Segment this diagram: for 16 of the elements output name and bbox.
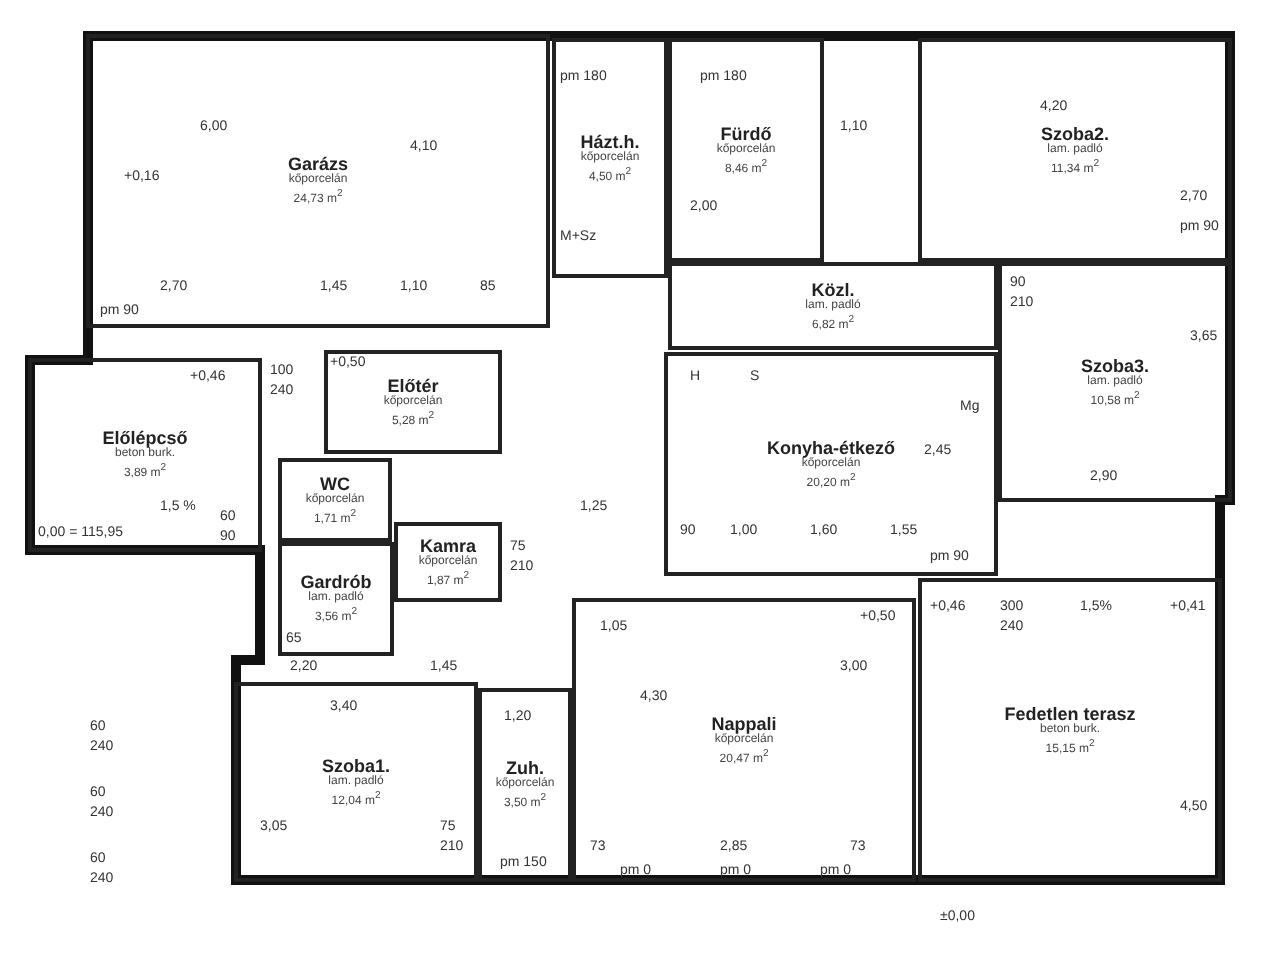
room-name: Előtér — [387, 375, 439, 395]
room-name: Gardrób — [300, 572, 372, 592]
room-name: Szoba2. — [1040, 123, 1109, 143]
room-name: Fedetlen terasz — [1004, 703, 1136, 723]
room-name: Közl. — [811, 279, 855, 299]
room-name: Garázs — [287, 154, 349, 174]
room-name: Szoba1. — [321, 755, 390, 775]
room-name: Nappali — [711, 713, 777, 733]
room-name: Szoba3. — [1080, 355, 1149, 375]
room-name: Házt.h. — [580, 131, 640, 151]
room-name: Kamra — [419, 535, 476, 555]
room-name: Zuh. — [506, 758, 544, 778]
room-name: WC — [320, 473, 350, 493]
room-name: Fürdő — [720, 123, 772, 143]
room-name: Előlépcső — [102, 428, 188, 448]
room-name: Konyha-étkező — [766, 437, 895, 457]
